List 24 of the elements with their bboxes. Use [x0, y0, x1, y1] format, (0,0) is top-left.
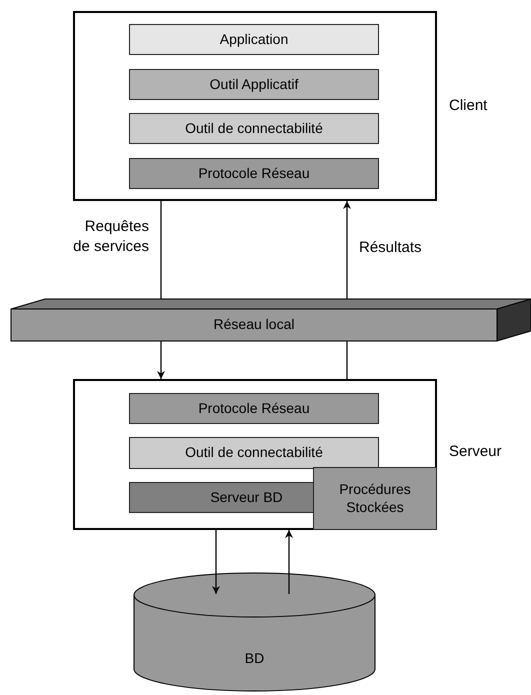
layer-label: Protocole Réseau: [198, 400, 310, 418]
layer-box: [129, 113, 379, 144]
layer-label: Procédures Stockées: [338, 481, 412, 516]
layer-label: Outil Applicatif: [210, 76, 298, 94]
layer-box: [129, 158, 379, 189]
network-label: Réseau local: [212, 316, 296, 332]
layer-heading: Client: [449, 97, 488, 114]
arrow: [343, 201, 351, 299]
layer-label: Application: [220, 30, 288, 48]
layer-box: [129, 393, 379, 424]
database-label: BD: [244, 650, 266, 666]
arrow: [285, 530, 293, 594]
layer-label: Protocole Réseau: [198, 164, 310, 182]
layer-box: [129, 69, 379, 100]
layer-box: [129, 482, 314, 513]
layer-label: Outil de connectabilité: [185, 120, 323, 138]
layer-label: Outil de connectabilité: [185, 444, 323, 462]
arrow: [157, 341, 165, 379]
layer-box: [129, 24, 379, 55]
procedures-box: [313, 467, 437, 530]
layer-box: [129, 437, 379, 469]
layer-heading: Serveur: [449, 443, 502, 460]
layer-label: Serveur BD: [210, 488, 283, 506]
arrow: [212, 530, 220, 594]
